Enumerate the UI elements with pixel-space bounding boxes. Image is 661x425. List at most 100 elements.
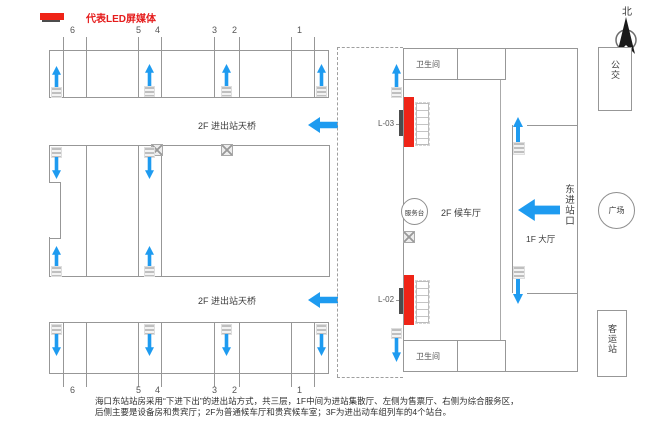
restroom-box xyxy=(403,48,458,80)
escalator-icon xyxy=(391,328,402,339)
platform-box xyxy=(161,50,215,98)
platform-box xyxy=(63,322,139,374)
led-screen-mount xyxy=(399,288,403,314)
platform-divider-line xyxy=(86,50,87,98)
escalator-icon xyxy=(316,86,327,97)
escalator-down-arrow-icon xyxy=(52,157,61,179)
wall-line xyxy=(60,182,61,239)
track-tick xyxy=(161,374,162,387)
escalator-up-arrow-icon xyxy=(52,246,61,268)
escalator-icon xyxy=(221,86,232,97)
track-tick xyxy=(214,374,215,387)
platform-divider-line xyxy=(138,145,139,277)
platform-divider-line xyxy=(86,322,87,374)
led-screen-label: L-02 xyxy=(378,295,395,304)
north-label: 北 xyxy=(622,7,632,18)
escalator-up-arrow-icon xyxy=(222,64,231,86)
escalator-up-arrow-icon xyxy=(392,64,401,88)
wall-line xyxy=(527,125,578,126)
escalator-down-arrow-icon xyxy=(392,338,401,362)
platform-divider-line xyxy=(86,145,87,277)
waiting-hall-label: 2F 候车厅 xyxy=(441,208,482,218)
restroom-label: 卫生间 xyxy=(416,60,440,69)
label-leader-line xyxy=(396,300,400,301)
bus-station-box xyxy=(598,47,632,111)
track-tick xyxy=(161,37,162,50)
stairs-icon xyxy=(415,102,430,146)
wall-notch xyxy=(45,183,50,237)
platform-divider-line xyxy=(161,145,162,277)
escalator-icon xyxy=(513,142,525,155)
legend-label: 代表LED屏媒体 xyxy=(86,14,156,25)
wall-line xyxy=(49,238,61,239)
label-leader-line xyxy=(396,124,400,125)
utility-room-box xyxy=(457,48,506,80)
footbridge-label: 2F 进出站天桥 xyxy=(198,296,257,306)
platform-number: 2 xyxy=(232,25,238,35)
escalator-icon xyxy=(144,147,155,158)
platform-number: 1 xyxy=(297,385,303,395)
plaza-circle: 广场 xyxy=(598,192,635,229)
led-screen xyxy=(404,97,414,147)
wall-line xyxy=(49,182,61,183)
elevator-icon xyxy=(403,231,415,243)
platform-box xyxy=(161,322,215,374)
platform-number: 3 xyxy=(212,385,218,395)
escalator-icon xyxy=(391,87,402,98)
footbridge-label: 2F 进出站天桥 xyxy=(198,121,257,131)
escalator-up-arrow-icon xyxy=(145,64,154,86)
escalator-icon xyxy=(513,266,525,279)
platform-number: 6 xyxy=(70,25,76,35)
concourse-dashed-line xyxy=(337,377,403,378)
escalator-icon xyxy=(144,86,155,97)
track-tick xyxy=(314,374,315,387)
track-tick xyxy=(138,37,139,50)
concourse-dashed-line xyxy=(337,47,338,377)
footnote-line2: 后侧主要是设备房和贵宾厅；2F为普通候车厅和贵宾候车室；3F为进出动车组列车的4… xyxy=(95,407,452,417)
escalator-icon xyxy=(51,147,62,158)
platform-box xyxy=(239,50,292,98)
track-tick xyxy=(239,37,240,50)
escalator-icon xyxy=(144,324,155,335)
east-entrance-label: 东进站口 xyxy=(563,184,574,226)
led-legend-swatch xyxy=(40,13,64,20)
escalator-up-arrow-icon xyxy=(145,246,154,268)
escalator-down-arrow-icon xyxy=(145,157,154,179)
escalator-up-arrow-icon xyxy=(317,64,326,86)
platform-box xyxy=(49,145,330,277)
track-tick xyxy=(239,374,240,387)
wall-line xyxy=(512,125,513,293)
track-tick xyxy=(63,374,64,387)
led-screen-mount xyxy=(399,110,403,136)
elevator-icon xyxy=(221,144,233,156)
footnote-line1: 海口东站站房采用“下进下出”的进出站方式，共三层，1F中间为进站集散厅、左侧为售… xyxy=(95,396,519,406)
stairs-icon xyxy=(415,280,430,324)
hall-1f-label: 1F 大厅 xyxy=(526,234,556,244)
platform-box xyxy=(239,322,292,374)
led-screen xyxy=(404,275,414,325)
track-tick xyxy=(63,37,64,50)
platform-number: 2 xyxy=(232,385,238,395)
restroom-label: 卫生间 xyxy=(416,352,440,361)
footnote: 海口东站站房采用“下进下出”的进出站方式，共三层，1F中间为进站集散厅、左侧为售… xyxy=(95,396,519,418)
bridge-direction-arrow-icon xyxy=(308,117,338,133)
platform-number: 3 xyxy=(212,25,218,35)
led-legend-shadow xyxy=(42,20,60,22)
platform-box xyxy=(291,322,315,374)
escalator-up-arrow-icon xyxy=(513,117,523,142)
escalator-icon xyxy=(144,266,155,277)
bus-station-label: 公交 xyxy=(610,60,620,80)
platform-number: 4 xyxy=(155,25,161,35)
wall-line xyxy=(527,293,578,294)
platform-number: 5 xyxy=(136,385,142,395)
coach-station-label: 客运站 xyxy=(607,324,617,354)
track-tick xyxy=(314,37,315,50)
escalator-icon xyxy=(51,324,62,335)
escalator-up-arrow-icon xyxy=(52,66,61,88)
escalator-down-arrow-icon xyxy=(145,334,154,356)
concourse-dashed-line xyxy=(337,47,403,48)
track-tick xyxy=(138,374,139,387)
escalator-icon xyxy=(316,324,327,335)
track-tick xyxy=(214,37,215,50)
